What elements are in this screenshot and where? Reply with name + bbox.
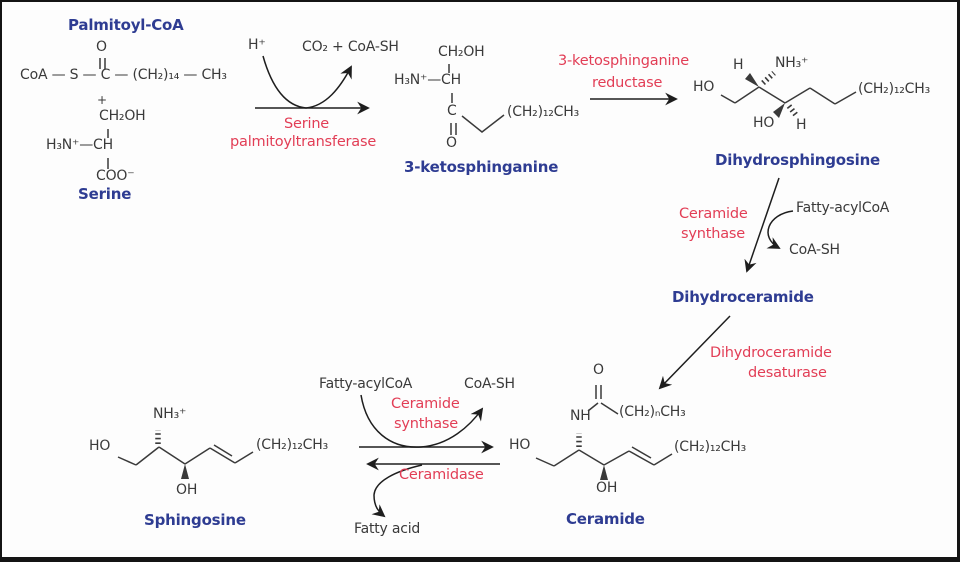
ketosphinganine-bonds xyxy=(448,64,505,135)
cofactor-arc-facoa-to-coash-top xyxy=(766,210,794,249)
ceramide-bonds xyxy=(535,385,673,480)
reactant-plus-sign: + xyxy=(97,93,108,107)
cofactor-fatty-acid: Fatty acid xyxy=(354,521,421,537)
enzyme-desaturase-line1: Dihydroceramide xyxy=(710,345,832,361)
cer-oh-c3: OH xyxy=(596,480,618,496)
molecule-title-ceramide: Ceramide xyxy=(566,510,645,528)
cofactor-h-plus: H⁺ xyxy=(248,37,266,53)
palmitoyl-serine-bonds xyxy=(99,58,109,169)
keto-carbonyl-o: O xyxy=(446,135,457,151)
enzyme-desaturase-line2: desaturase xyxy=(748,365,827,381)
cofactor-arc-facoa-to-coash-bottom xyxy=(360,394,484,448)
cer-tail: (CH₂)₁₂CH₃ xyxy=(674,439,746,455)
serine-coo: COO⁻ xyxy=(96,168,135,184)
molecule-title-dihydrosphingosine: Dihydrosphingosine xyxy=(715,151,881,169)
cer-nh: NH xyxy=(570,408,591,424)
molecule-title-palmitoyl-coa: Palmitoyl-CoA xyxy=(68,16,184,34)
cer-ho-head: HO xyxy=(509,437,531,453)
enzyme-ceramide-synthase-top-line2: synthase xyxy=(681,226,745,242)
cer-acyl-tail: (CH₂)ₙCH₃ xyxy=(619,404,686,420)
dihydrosphingosine-bonds xyxy=(720,70,857,118)
molecule-title-sphingosine: Sphingosine xyxy=(144,511,246,529)
keto-carbonyl-c: C xyxy=(447,103,457,119)
enzyme-spt-line1: Serine xyxy=(284,116,330,132)
enzyme-spt-line2: palmitoyltransferase xyxy=(230,134,377,150)
enzyme-ceramidase: Ceramidase xyxy=(399,467,484,483)
sph-ho-head: HO xyxy=(89,438,111,454)
sphingosine-bonds xyxy=(117,430,254,479)
cofactor-fatty-acyl-coa-bottom: Fatty-acylCoA xyxy=(319,376,413,392)
molecule-title-serine: Serine xyxy=(78,185,132,203)
dhs-tail: (CH₂)₁₂CH₃ xyxy=(858,81,930,97)
cofactor-coash-top: CoA-SH xyxy=(789,242,840,258)
enzyme-ceramide-synthase-top-line1: Ceramide xyxy=(679,206,748,222)
keto-tail: (CH₂)₁₂CH₃ xyxy=(507,104,579,120)
enzyme-ceramide-synthase-bottom-line1: Ceramide xyxy=(391,396,460,412)
enzyme-reductase-line1: 3-ketosphinganine xyxy=(558,53,690,69)
palmitoyl-backbone: CoA — S — C — (CH₂)₁₄ — CH₃ xyxy=(20,67,227,83)
enzyme-reductase-line2: reductase xyxy=(592,75,663,91)
cofactor-arc-to-fatty-acid xyxy=(371,464,423,518)
sph-tail: (CH₂)₁₂CH₃ xyxy=(256,437,328,453)
cer-carbonyl-o: O xyxy=(593,362,604,378)
keto-h3n-ch: H₃N⁺—CH xyxy=(394,72,461,88)
dhs-nh3: NH₃⁺ xyxy=(775,55,809,71)
serine-h3n-ch: H₃N⁺—CH xyxy=(46,137,113,153)
cofactor-coash-bottom: CoA-SH xyxy=(464,376,515,392)
palmitoyl-carbonyl-o: O xyxy=(96,39,107,55)
dhs-h-c2: H xyxy=(733,57,744,73)
keto-ch2oh: CH₂OH xyxy=(438,44,485,60)
serine-ch2oh: CH₂OH xyxy=(99,108,146,124)
molecule-title-dihydroceramide: Dihydroceramide xyxy=(672,288,814,306)
dhs-h-c3: H xyxy=(796,117,807,133)
cofactor-co2-coash: CO₂ + CoA-SH xyxy=(302,39,399,55)
reaction-arrow-desaturase xyxy=(658,315,731,390)
enzyme-ceramide-synthase-bottom-line2: synthase xyxy=(394,416,458,432)
cofactor-arc-h-to-co2 xyxy=(262,55,352,109)
sph-oh-c3: OH xyxy=(176,482,198,498)
dhs-ho-head: HO xyxy=(693,79,715,95)
molecule-title-ketosphinganine: 3-ketosphinganine xyxy=(404,158,559,176)
sph-nh3: NH₃⁺ xyxy=(153,406,187,422)
dhs-ho-c3: HO xyxy=(753,115,775,131)
reaction-arrow-ceramide-synthase-top xyxy=(744,177,780,273)
cofactor-fatty-acyl-coa-top: Fatty-acylCoA xyxy=(796,200,890,216)
